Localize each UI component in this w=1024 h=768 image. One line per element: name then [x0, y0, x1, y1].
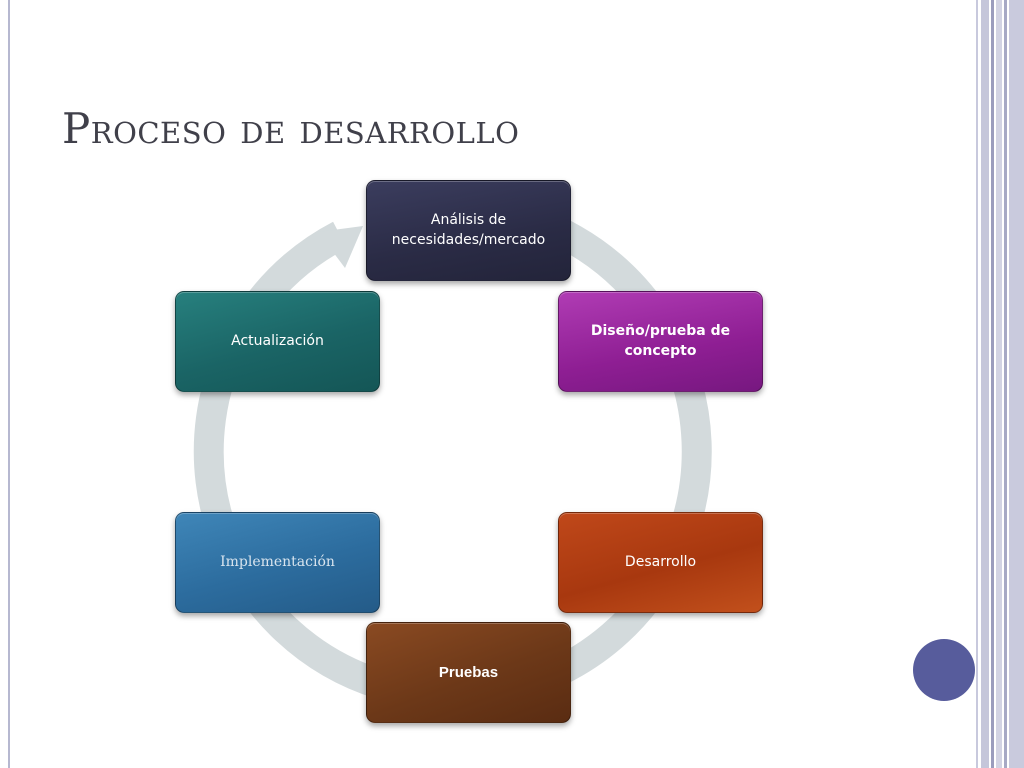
step-implementacion: Implementación — [175, 512, 380, 613]
step-actualizacion: Actualización — [175, 291, 380, 392]
step-implementacion-label: Implementación — [220, 553, 335, 570]
decorative-stripe — [981, 0, 989, 768]
decorative-stripe — [976, 0, 978, 768]
step-analisis: Análisis de necesidades/mercado — [366, 180, 571, 281]
decorative-stripe — [991, 0, 994, 768]
slide-title: Proceso de desarrollo — [62, 104, 520, 153]
step-diseno-label: Diseño/prueba de concepto — [590, 322, 731, 359]
decorative-stripe — [996, 0, 1002, 768]
step-pruebas: Pruebas — [366, 622, 571, 723]
left-border-line — [8, 0, 10, 768]
step-diseno: Diseño/prueba de concepto — [558, 291, 763, 392]
step-pruebas-label: Pruebas — [438, 664, 499, 681]
step-analisis-label: Análisis de necesidades/mercado — [391, 211, 546, 248]
step-actualizacion-label: Actualización — [231, 332, 324, 349]
cycle-arrowhead — [318, 226, 363, 268]
decorative-stripe — [1009, 0, 1024, 768]
step-desarrollo-label: Desarrollo — [624, 553, 697, 570]
decorative-stripe — [1004, 0, 1007, 768]
accent-circle — [913, 639, 975, 701]
step-desarrollo: Desarrollo — [558, 512, 763, 613]
